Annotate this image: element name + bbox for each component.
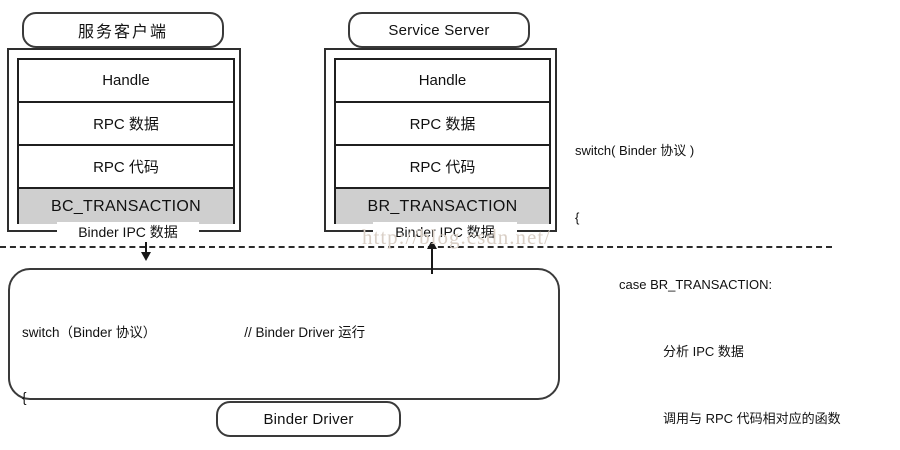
server-code-line-switch: switch( Binder 协议 ) xyxy=(575,142,695,158)
server-code-line-parse-ipc: 分析 IPC 数据 xyxy=(663,343,744,359)
client-ipc-caption: Binder IPC 数据 xyxy=(57,222,199,242)
client-row-rpc-code: RPC 代码 xyxy=(19,146,233,189)
server-code-line-case: case BR_TRANSACTION: xyxy=(619,276,773,292)
client-ipc-bottom-stub-right xyxy=(183,230,241,232)
driver-to-server-arrow-head-icon xyxy=(427,240,437,249)
server-pseudocode-block: switch( Binder 协议 ) { case BR_TRANSACTIO… xyxy=(575,95,895,450)
driver-code-comment: // Binder Driver 运行 xyxy=(244,324,366,340)
client-packet-stack: Handle RPC 数据 RPC 代码 BC_TRANSACTION xyxy=(17,58,235,224)
client-ipc-bottom-stub-left xyxy=(7,230,65,232)
driver-code-switch-text: switch（Binder 协议） xyxy=(22,324,157,340)
server-row-handle: Handle xyxy=(336,60,549,103)
client-row-bc-transaction: BC_TRANSACTION xyxy=(19,189,233,224)
binder-driver-body xyxy=(8,268,560,400)
binder-driver-title-label: Binder Driver xyxy=(263,410,354,428)
binder-driver-title-capsule: Binder Driver xyxy=(216,401,401,437)
driver-to-server-arrow-shaft xyxy=(431,248,433,274)
client-title-label: 服务客户端 xyxy=(77,24,168,41)
userspace-kernel-divider xyxy=(0,246,832,248)
client-row-handle: Handle xyxy=(19,60,233,103)
server-ipc-bottom-stub-right xyxy=(507,230,557,232)
server-packet-stack: Handle RPC 数据 RPC 代码 BR_TRANSACTION xyxy=(334,58,551,224)
server-code-line-invoke-fn: 调用与 RPC 代码相对应的函数 xyxy=(663,411,841,427)
client-title-capsule: 服务客户端 xyxy=(22,12,224,48)
server-code-line-open-brace: { xyxy=(575,209,580,225)
server-row-br-transaction: BR_TRANSACTION xyxy=(336,189,549,224)
client-to-driver-arrow-head-icon xyxy=(141,252,151,261)
server-ipc-bottom-stub-left xyxy=(324,230,374,232)
driver-code-line-switch: switch（Binder 协议） // Binder Driver 运行 xyxy=(22,322,552,344)
server-title-capsule: Service Server xyxy=(348,12,530,48)
driver-pseudocode-block: switch（Binder 协议）// Binder Driver 运行 { c… xyxy=(22,278,552,450)
server-title-label: Service Server xyxy=(388,21,490,39)
client-row-rpc-data: RPC 数据 xyxy=(19,103,233,146)
server-row-rpc-data: RPC 数据 xyxy=(336,103,549,146)
client-to-driver-arrow-shaft xyxy=(145,232,147,254)
driver-code-line-open-brace: { xyxy=(22,390,27,406)
server-ipc-caption: Binder IPC 数据 xyxy=(373,222,517,242)
server-row-rpc-code: RPC 代码 xyxy=(336,146,549,189)
